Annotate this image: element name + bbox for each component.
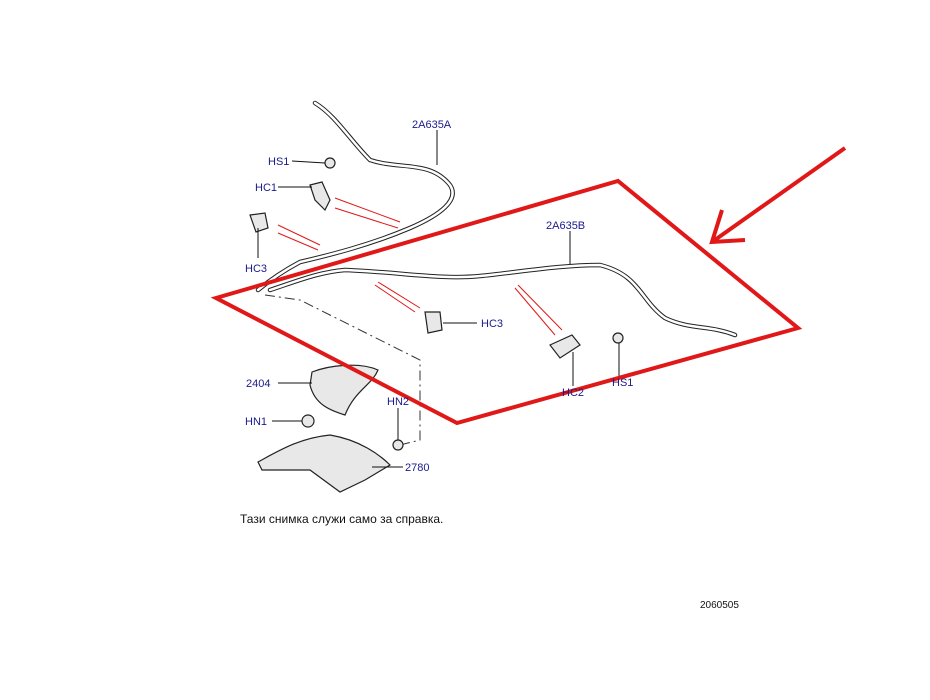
label-hc1: HC1 xyxy=(255,182,277,194)
label-2404: 2404 xyxy=(246,378,270,390)
label-hs1-top: HS1 xyxy=(268,156,289,168)
clip-hs1-top xyxy=(324,157,336,169)
boot-2404 xyxy=(309,364,379,416)
label-2a635a: 2A635A xyxy=(412,119,452,131)
label-hn1: HN1 xyxy=(245,416,267,428)
label-hs1-right: HS1 xyxy=(612,377,633,389)
reference-number: 2060505 xyxy=(700,600,739,611)
cable-2a635a xyxy=(255,100,455,293)
nut-hn1 xyxy=(301,414,315,428)
label-2780: 2780 xyxy=(405,462,429,474)
clip-hs1-right xyxy=(612,332,624,344)
label-hc3-right: HC3 xyxy=(481,318,503,330)
clip-hc3-right xyxy=(424,311,443,334)
highlight-box xyxy=(210,178,803,426)
leader-lines xyxy=(257,130,620,468)
label-hn2: HN2 xyxy=(387,396,409,408)
callout-lines xyxy=(277,197,563,336)
cable-2a635b xyxy=(267,262,738,338)
label-2a635b: 2A635B xyxy=(546,220,585,232)
reference-caption: Тази снимка служи само за справка. xyxy=(240,512,444,526)
assembly-line xyxy=(264,294,421,446)
lever-2780 xyxy=(257,434,391,493)
clip-hc1 xyxy=(309,181,331,212)
label-hc2: HC2 xyxy=(562,387,584,399)
highlight-arrow-icon xyxy=(709,146,847,245)
clip-hc3-left xyxy=(249,212,269,233)
clip-hc2 xyxy=(549,334,581,359)
label-hc3-left: HC3 xyxy=(245,263,267,275)
nut-hn2 xyxy=(392,439,404,451)
